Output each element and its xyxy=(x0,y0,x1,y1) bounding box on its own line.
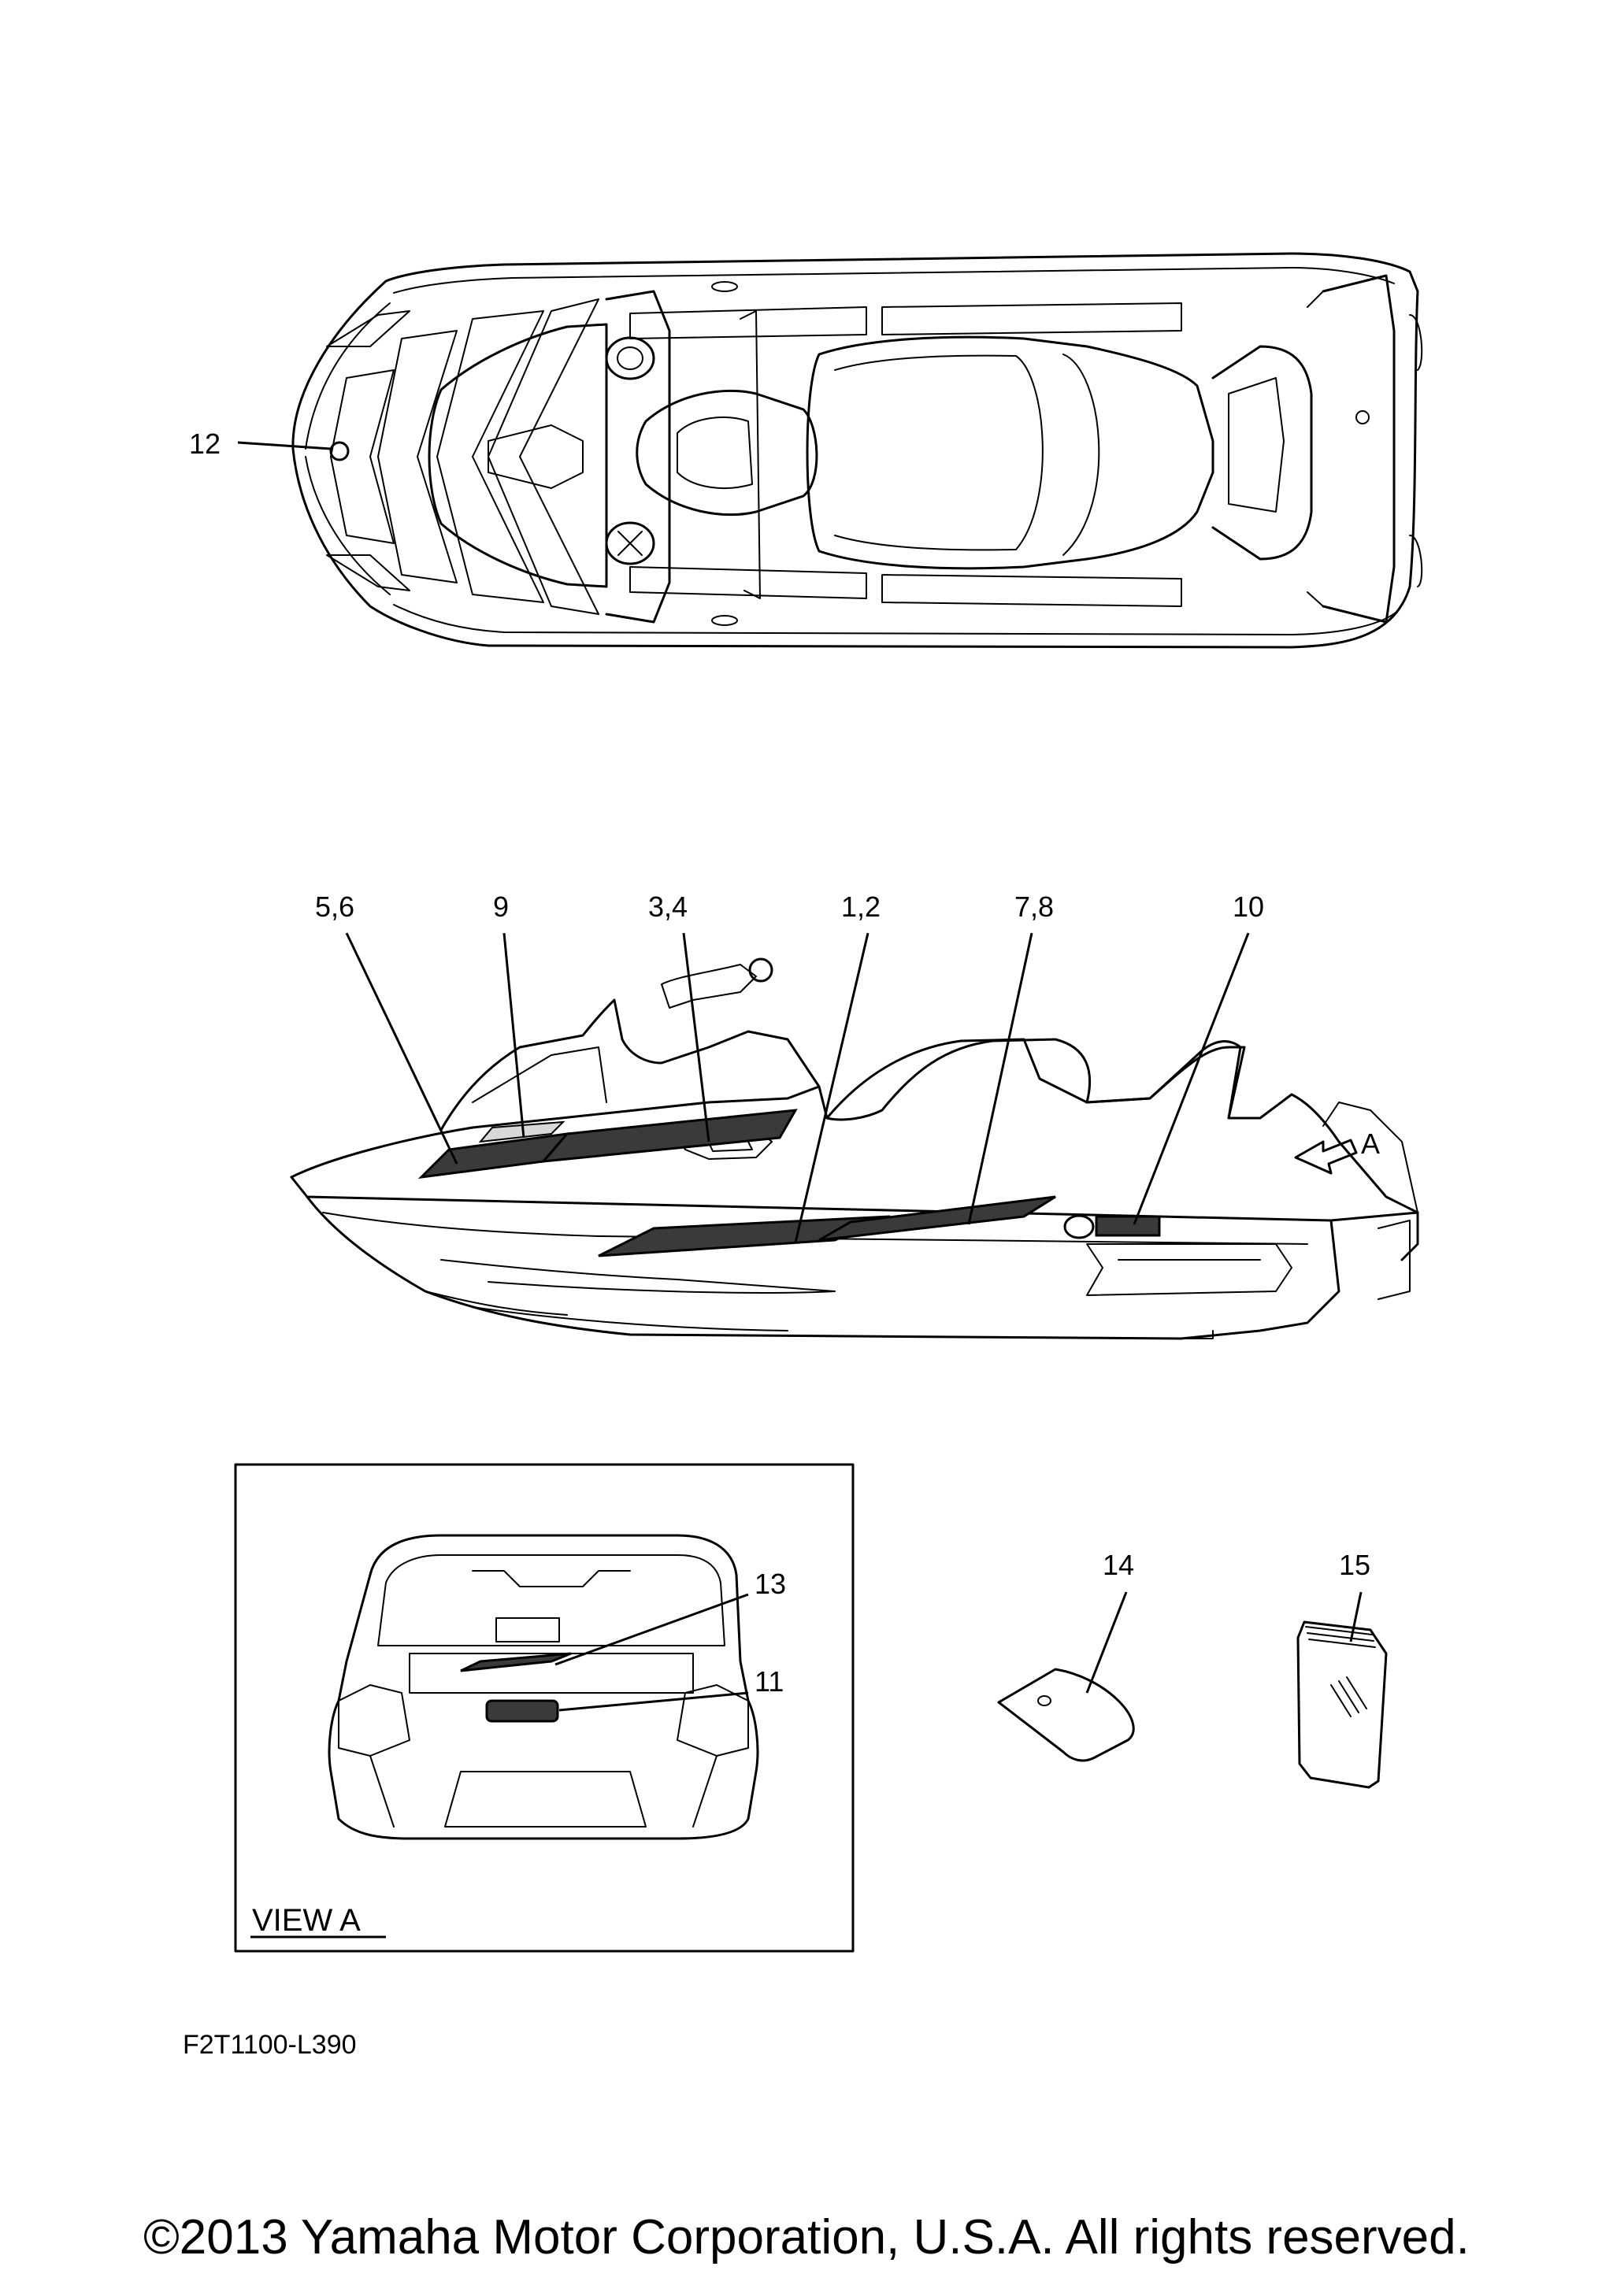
decal-7-8 xyxy=(818,1195,1056,1242)
callout-11: 11 xyxy=(755,1665,784,1698)
decal-9 xyxy=(478,1120,565,1143)
callout-labels: 12 5,6 9 3,4 1,2 7,8 10 A 13 11 14 15 VI… xyxy=(183,428,1380,2060)
callout-15: 15 xyxy=(1339,1549,1370,1581)
copyright-notice: ©2013 Yamaha Motor Corporation, U.S.A. A… xyxy=(143,2210,1470,2265)
top-view-watercraft xyxy=(291,252,1423,649)
decal-3-4 xyxy=(540,1109,798,1163)
diagram-code: F2T1100-L390 xyxy=(183,2030,357,2060)
view-a-label: VIEW A xyxy=(252,1903,361,1938)
decal-10 xyxy=(1095,1215,1161,1237)
part-14-pouch xyxy=(997,1668,1135,1762)
callout-1-2: 1,2 xyxy=(841,891,881,923)
decal-11 xyxy=(485,1699,559,1723)
part-15-bag xyxy=(1296,1620,1388,1789)
decal-13 xyxy=(460,1652,572,1672)
leader-lines xyxy=(237,441,1363,1712)
callout-3-4: 3,4 xyxy=(648,891,688,923)
callout-14: 14 xyxy=(1103,1549,1134,1581)
callout-a: A xyxy=(1361,1128,1380,1160)
callout-9: 9 xyxy=(493,891,509,923)
side-view-watercraft xyxy=(290,957,1419,1340)
view-a-arrow xyxy=(1294,1139,1358,1175)
callout-7-8: 7,8 xyxy=(1014,891,1054,923)
callout-5-6: 5,6 xyxy=(315,891,354,923)
view-a-panel xyxy=(234,1463,855,1953)
callout-13: 13 xyxy=(755,1568,786,1600)
callout-10: 10 xyxy=(1233,891,1264,923)
callout-12: 12 xyxy=(189,428,221,460)
